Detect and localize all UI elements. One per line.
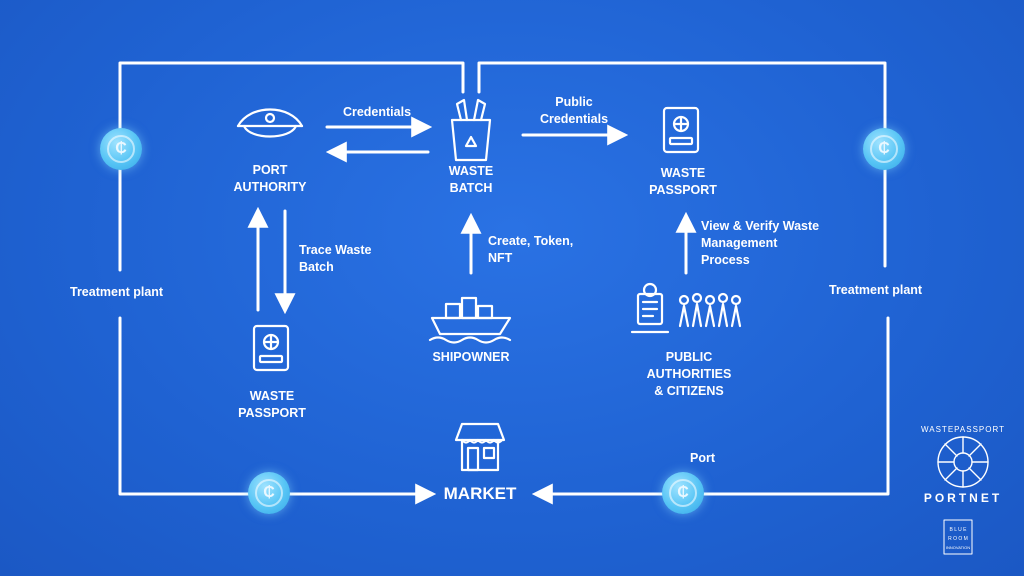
logo-small-3: INNOVATION bbox=[946, 545, 970, 550]
captain-hat-icon bbox=[236, 108, 304, 138]
node-waste-passport-left: WASTE PASSPORT bbox=[238, 389, 306, 420]
passport-icon-left bbox=[252, 324, 290, 372]
coin-symbol: ₵ bbox=[669, 479, 697, 507]
label-treatment-plant-right: Treatment plant bbox=[829, 283, 923, 297]
edge-view-verify: View & Verify Waste Management Process bbox=[701, 219, 820, 267]
node-waste-batch: WASTE BATCH bbox=[448, 164, 494, 195]
store-icon bbox=[454, 422, 506, 472]
coin-bottom-right: ₵ bbox=[662, 472, 704, 514]
node-port-authority: PORT AUTHORITY bbox=[233, 163, 307, 194]
coin-right-top: ₵ bbox=[863, 128, 905, 170]
edge-public-credentials: Public Credentials bbox=[539, 95, 609, 126]
logo-top-text: WASTEPASSPORT bbox=[921, 425, 1005, 434]
node-shipowner: SHIPOWNER bbox=[432, 350, 510, 364]
coin-bottom-left: ₵ bbox=[248, 472, 290, 514]
edge-create-token: Create, Token, NFT bbox=[488, 234, 574, 265]
edge-trace-waste-batch: Trace Waste Batch bbox=[299, 243, 372, 274]
people-document-icon bbox=[630, 282, 742, 334]
loop-bottom-left bbox=[118, 316, 437, 505]
coin-symbol: ₵ bbox=[107, 135, 135, 163]
loop-bottom-right bbox=[531, 316, 890, 505]
logo-small-2: R O O M bbox=[948, 536, 968, 542]
blueroom-logo-icon bbox=[943, 519, 973, 555]
passport-icon-right bbox=[662, 106, 700, 154]
edge-credentials: Credentials bbox=[342, 105, 412, 119]
logo-small-1: B L U E bbox=[949, 527, 967, 533]
portnet-logo-icon bbox=[937, 436, 989, 488]
recycle-bin-icon bbox=[450, 98, 492, 162]
coin-symbol: ₵ bbox=[255, 479, 283, 507]
node-waste-passport-right: WASTE PASSPORT bbox=[649, 166, 717, 197]
coin-left-top: ₵ bbox=[100, 128, 142, 170]
node-public-authorities: PUBLIC AUTHORITIES & CITIZENS bbox=[646, 350, 732, 398]
coin-symbol: ₵ bbox=[870, 135, 898, 163]
node-market: MARKET bbox=[443, 484, 517, 503]
logo-bottom-text: PORTNET bbox=[924, 491, 1002, 505]
ship-icon bbox=[428, 296, 512, 344]
label-treatment-plant-left: Treatment plant bbox=[70, 285, 164, 299]
label-port: Port bbox=[690, 451, 715, 465]
